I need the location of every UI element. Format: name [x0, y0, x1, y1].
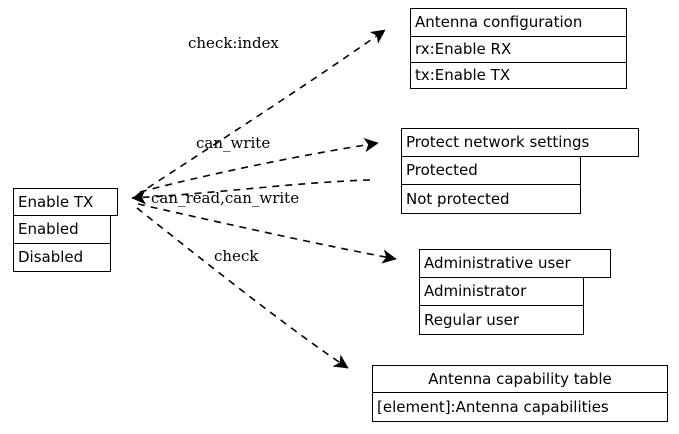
edge-label-can-write: can_write [196, 134, 271, 152]
node-administrative-user[interactable]: Administrative user Administrator Regula… [419, 249, 611, 335]
node-protect-network-settings-row-0: Protected [401, 156, 581, 185]
edge-can-read-can-write [131, 179, 371, 205]
edge-check [137, 203, 397, 264]
edge-can-write [139, 137, 379, 193]
node-protect-network-settings-row-1: Not protected [401, 184, 581, 214]
edge-check-index [136, 29, 386, 196]
node-enable-tx-title: Enable TX [13, 188, 118, 216]
node-antenna-configuration-title: Antenna configuration [410, 8, 627, 37]
node-enable-tx[interactable]: Enable TX Enabled Disabled [13, 188, 118, 272]
node-antenna-capability-table[interactable]: Antenna capability table [element]:Anten… [372, 365, 668, 422]
edge-capability [136, 207, 349, 369]
node-antenna-capability-table-row-0: [element]:Antenna capabilities [372, 392, 668, 422]
node-antenna-configuration-row-1: tx:Enable TX [410, 62, 627, 89]
node-protect-network-settings[interactable]: Protect network settings Protected Not p… [401, 128, 639, 214]
node-enable-tx-row-1: Disabled [13, 243, 111, 272]
node-administrative-user-row-0: Administrator [419, 277, 584, 306]
node-enable-tx-row-0: Enabled [13, 215, 111, 244]
edge-label-check: check [214, 247, 259, 265]
edge-label-check-index: check:index [188, 34, 279, 52]
node-antenna-configuration[interactable]: Antenna configuration rx:Enable RX tx:En… [410, 8, 627, 89]
node-antenna-capability-table-title: Antenna capability table [372, 365, 668, 393]
node-protect-network-settings-title: Protect network settings [401, 128, 639, 157]
node-administrative-user-title: Administrative user [419, 249, 611, 278]
node-administrative-user-row-1: Regular user [419, 305, 584, 335]
edge-label-can-read-can-write: can_read,can_write [151, 189, 300, 207]
node-antenna-configuration-row-0: rx:Enable RX [410, 36, 627, 63]
